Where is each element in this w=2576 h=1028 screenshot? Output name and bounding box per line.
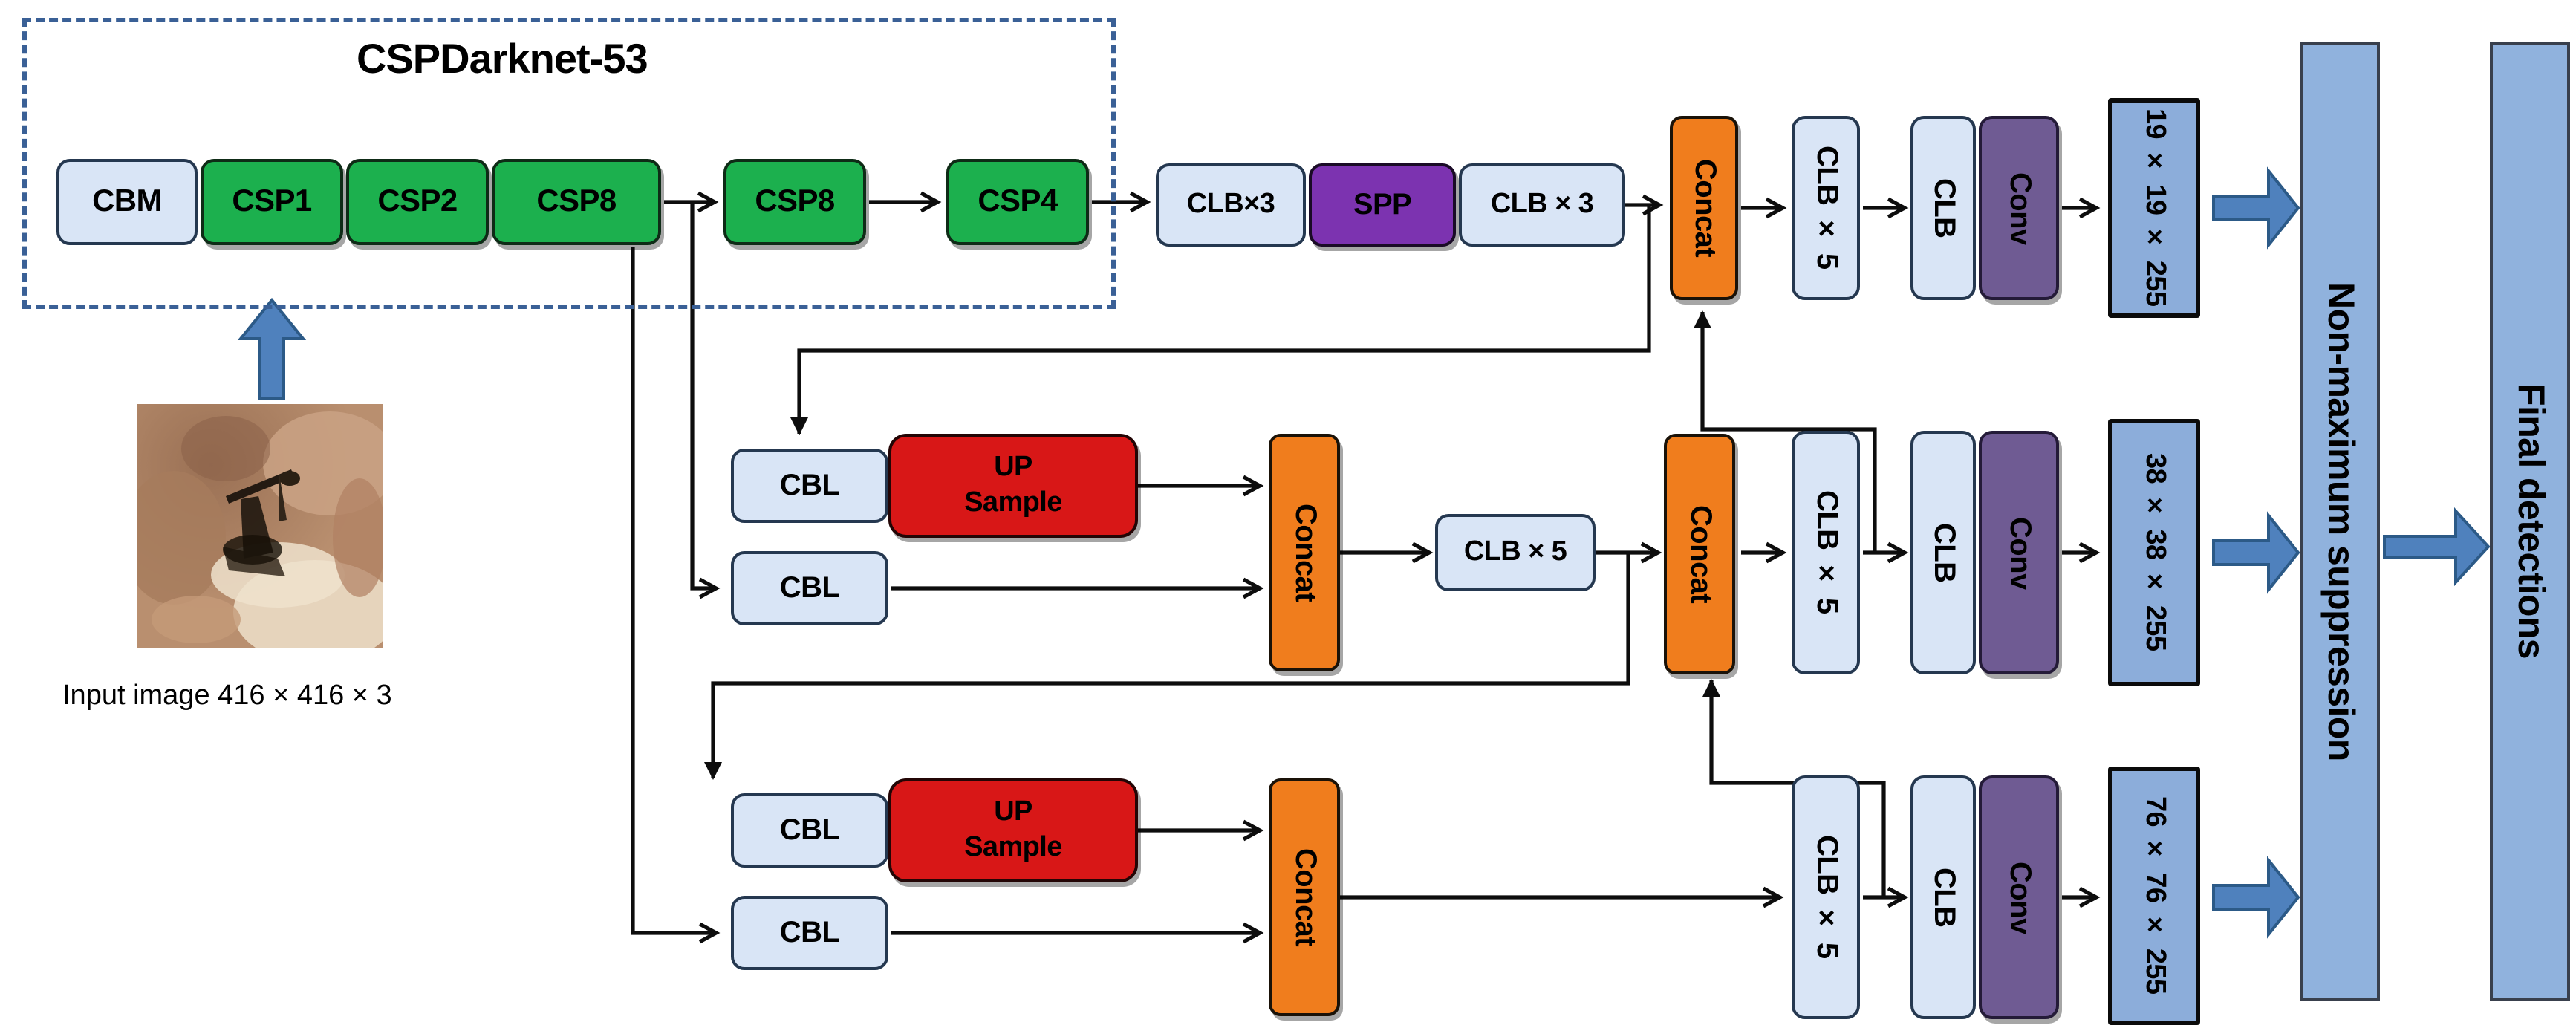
block-upsample-bot: UP Sample bbox=[888, 778, 1138, 882]
block-concat-mid-2: Concat bbox=[1664, 434, 1735, 674]
block-conv-top: Conv bbox=[1979, 116, 2059, 300]
upsample-line2: Sample bbox=[964, 832, 1062, 863]
block-cbm: CBM bbox=[56, 159, 198, 245]
upsample-line1: UP bbox=[994, 796, 1032, 828]
backbone-title: CSPDarknet-53 bbox=[357, 36, 648, 82]
output-76x76x255: 76 × 76 × 255 bbox=[2108, 767, 2200, 1025]
block-concat-mid-1: Concat bbox=[1269, 434, 1340, 671]
backbone-container bbox=[22, 18, 1116, 309]
output-19x19x255: 19 × 19 × 255 bbox=[2108, 98, 2200, 318]
block-clb3-b: CLB × 3 bbox=[1459, 163, 1625, 247]
block-cbl-mid-up: CBL bbox=[731, 449, 888, 523]
big-arrow-out2-nms bbox=[2212, 511, 2300, 594]
upsample-line2: Sample bbox=[964, 487, 1062, 518]
input-satellite-image bbox=[122, 404, 397, 664]
block-clb-bot: CLB bbox=[1910, 775, 1976, 1019]
wire-top-to-mid-cbl bbox=[790, 205, 1651, 435]
block-csp8-a: CSP8 bbox=[492, 159, 661, 245]
block-cbl-mid-low: CBL bbox=[731, 551, 888, 625]
block-csp1: CSP1 bbox=[201, 159, 343, 245]
block-conv-mid: Conv bbox=[1979, 431, 2059, 674]
block-cbl-bot-low: CBL bbox=[731, 896, 888, 970]
block-clb-top: CLB bbox=[1910, 116, 1976, 300]
block-clb5-bot: CLB × 5 bbox=[1792, 775, 1860, 1019]
big-arrow-input-up bbox=[237, 297, 307, 400]
block-upsample-mid: UP Sample bbox=[888, 434, 1138, 538]
wire-backbone-to-bot-cbl2 bbox=[631, 247, 721, 944]
wire-backbone-to-mid-cbl2 bbox=[690, 204, 721, 599]
block-clb-mid: CLB bbox=[1910, 431, 1976, 674]
upsample-line1: UP bbox=[994, 452, 1032, 484]
big-arrow-out1-nms bbox=[2212, 166, 2300, 250]
wire-mid-up-to-top-concat bbox=[1694, 310, 1877, 553]
nms-column: Non-maximum suppression bbox=[2300, 42, 2380, 1001]
block-cbl-bot-up: CBL bbox=[731, 793, 888, 868]
block-csp8-b: CSP8 bbox=[723, 159, 866, 245]
output-38x38x255: 38 × 38 × 255 bbox=[2108, 419, 2200, 686]
block-csp2: CSP2 bbox=[346, 159, 489, 245]
block-spp: SPP bbox=[1309, 163, 1456, 247]
block-conv-bot: Conv bbox=[1979, 775, 2059, 1019]
big-arrow-out3-nms bbox=[2212, 856, 2300, 939]
block-csp4: CSP4 bbox=[946, 159, 1089, 245]
big-arrow-nms-final bbox=[2383, 507, 2491, 587]
wire-mid-to-bot-cbl bbox=[704, 553, 1630, 780]
block-clb5-mid-h: CLB × 5 bbox=[1435, 514, 1596, 591]
block-clb5-top: CLB × 5 bbox=[1792, 116, 1860, 300]
block-concat-bot: Concat bbox=[1269, 778, 1340, 1016]
block-clb5-mid: CLB × 5 bbox=[1792, 431, 1860, 674]
input-caption: Input image 416 × 416 × 3 bbox=[62, 680, 392, 712]
final-detections-column: Final detections bbox=[2490, 42, 2570, 1001]
block-concat-top: Concat bbox=[1670, 116, 1738, 300]
block-clb3-a: CLB×3 bbox=[1156, 163, 1306, 247]
satellite-image-art bbox=[122, 404, 397, 664]
